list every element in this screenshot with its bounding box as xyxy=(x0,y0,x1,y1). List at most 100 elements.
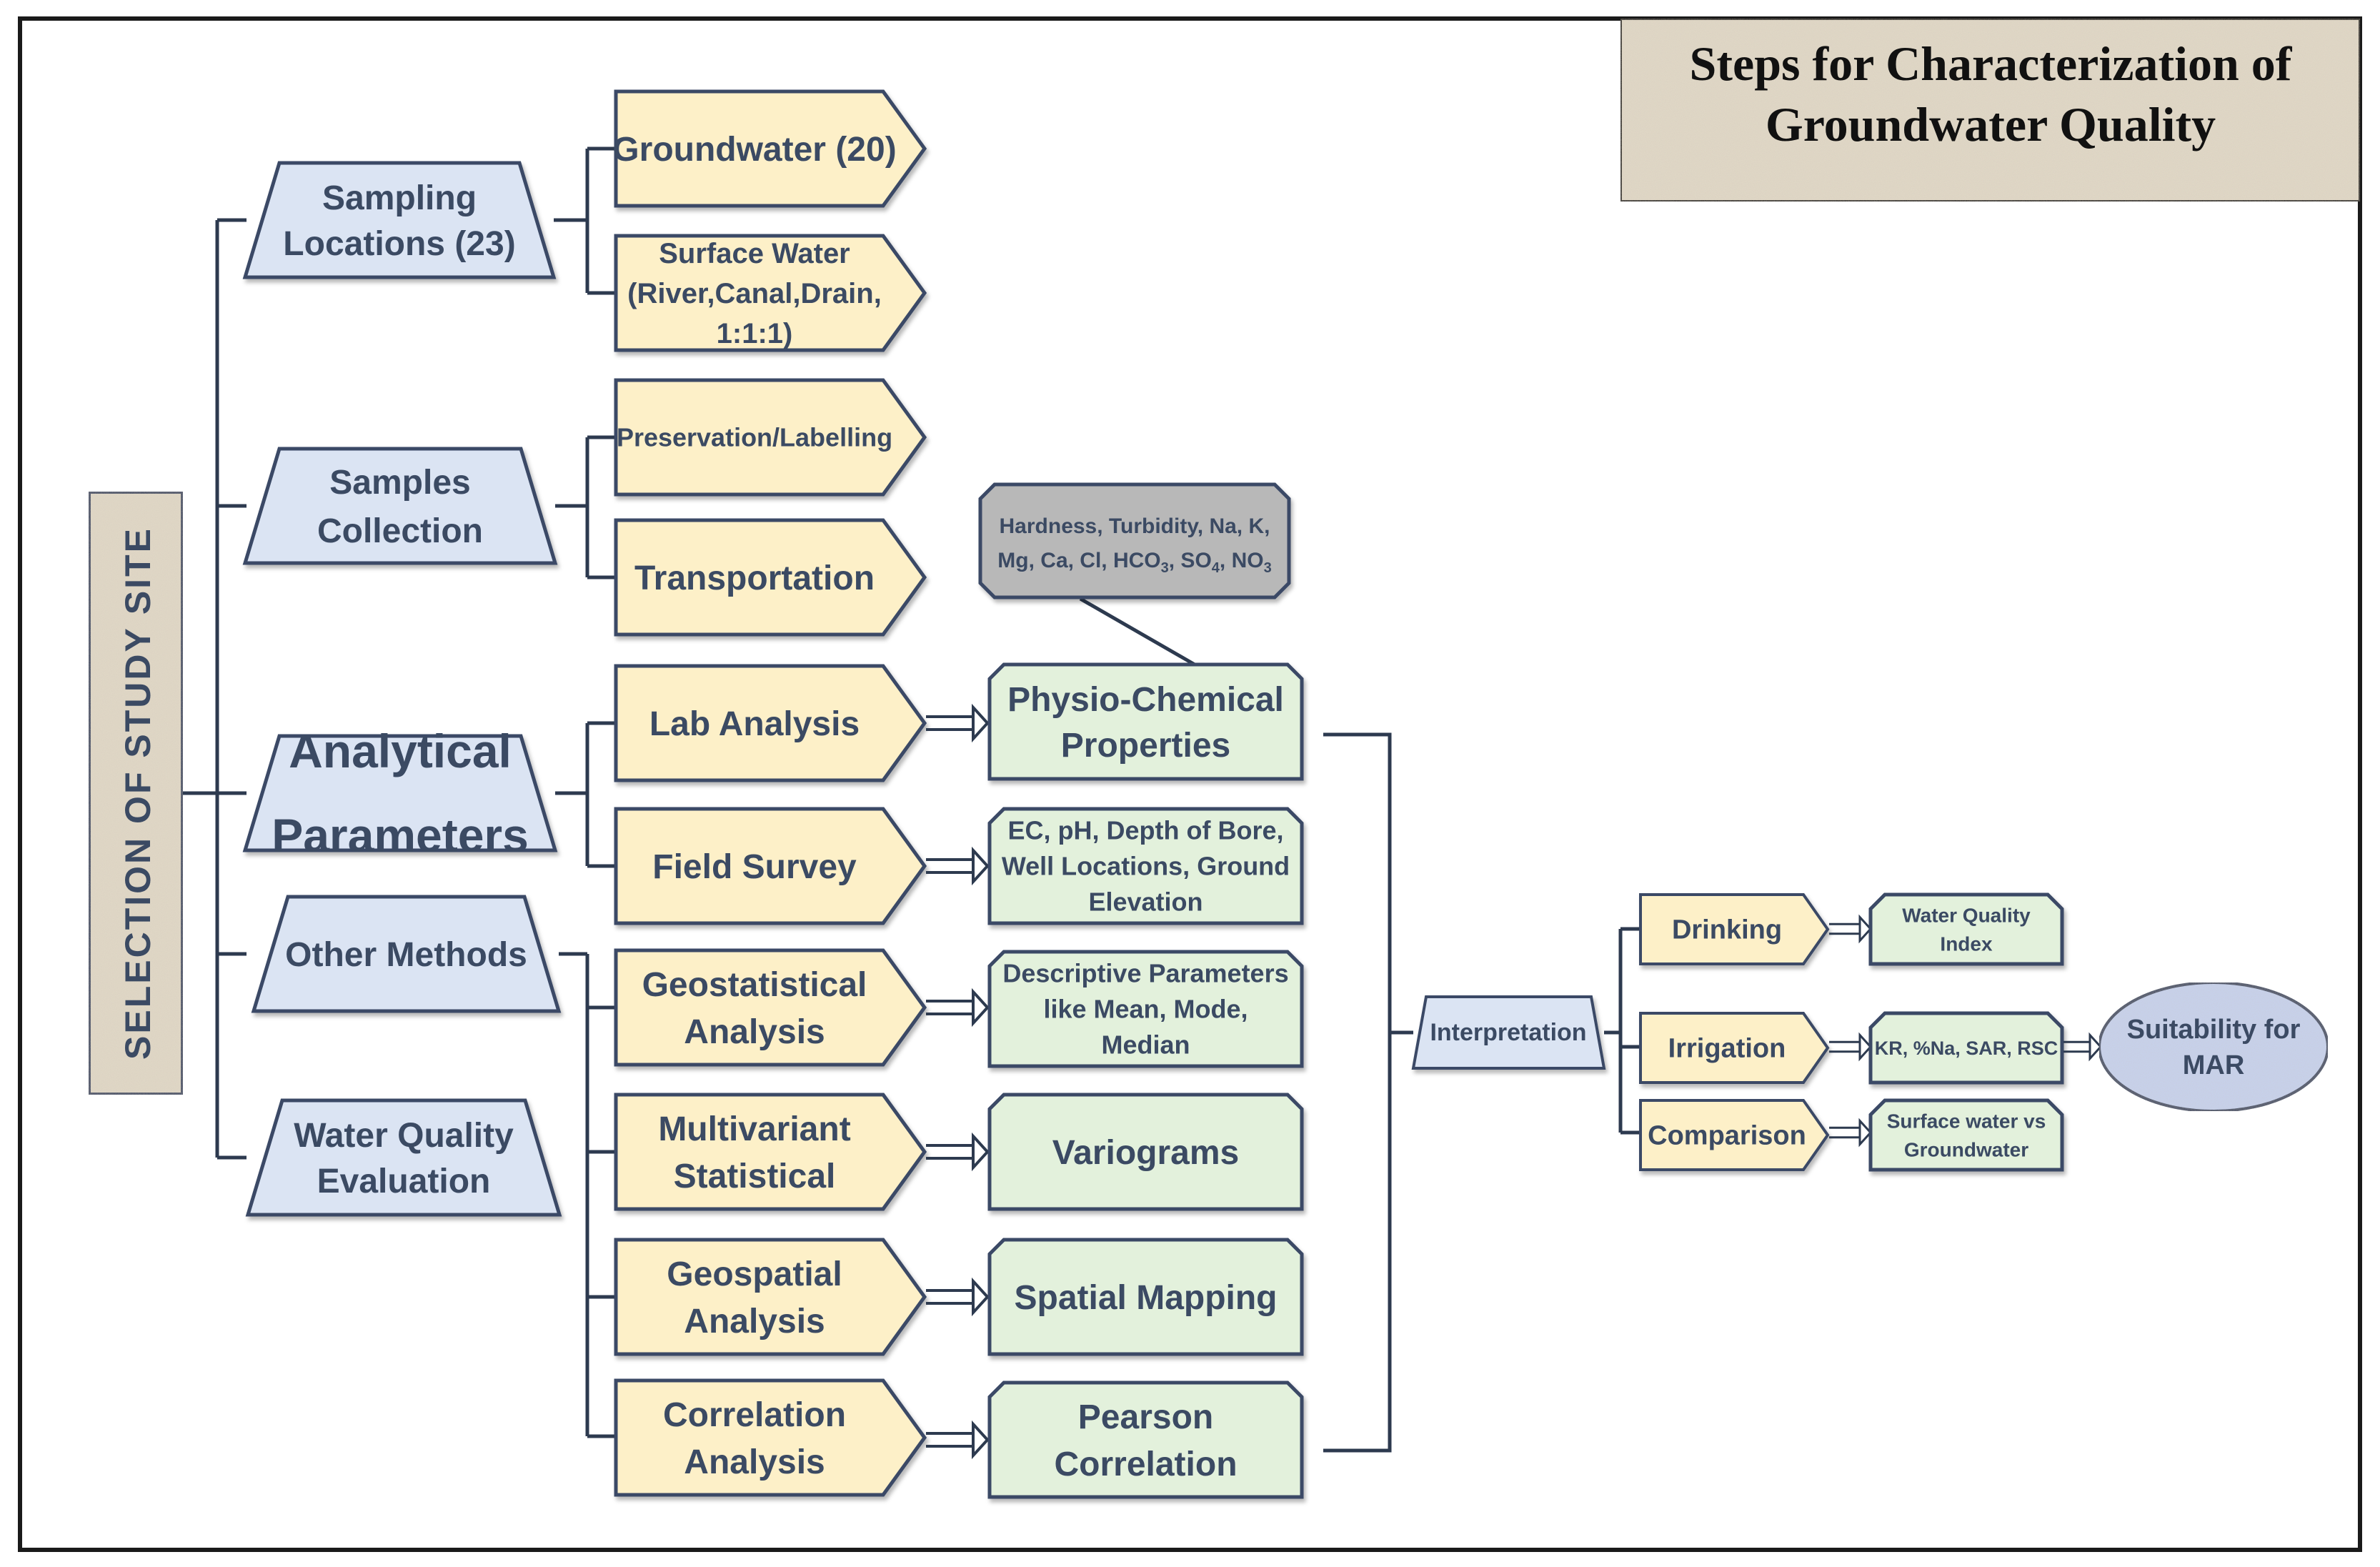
double-arrow-2-head xyxy=(972,846,990,886)
field-params-box-label-1: EC, pH, Depth of Bore, xyxy=(1008,816,1284,845)
spatial-mapping-box-shape xyxy=(987,1238,1304,1356)
preservation-step: Preservation/Labelling xyxy=(614,378,927,497)
variograms-box-label-1: Variograms xyxy=(1052,1134,1239,1172)
geospatial-step-shape xyxy=(614,1238,927,1356)
spatial-mapping-box: Spatial Mapping xyxy=(987,1238,1304,1356)
correlation-step-label-2: Analysis xyxy=(684,1443,825,1481)
final-double-arrow xyxy=(2063,1032,2103,1062)
comparison-out-box-label-2: Groundwater xyxy=(1904,1138,2028,1160)
physio-chemical-box-label-1: Physio-Chemical xyxy=(1007,681,1284,719)
irrigation-step: Irrigation xyxy=(1639,1012,1830,1084)
lab-parameters-part-1: Mg, Ca, Cl, HCO xyxy=(997,549,1160,572)
correlation-step-label-1: Correlation xyxy=(663,1396,846,1434)
double-arrow-5-shaft xyxy=(926,1289,973,1305)
groundwater-step: Groundwater (20) xyxy=(612,89,927,208)
other-methods-box-shape xyxy=(251,895,562,1013)
geospatial-step-label-1: Geospatial xyxy=(667,1255,842,1293)
double-arrow-2-shaft xyxy=(926,858,973,874)
field-params-box: EC, pH, Depth of Bore, Well Locations, Gr… xyxy=(987,807,1304,925)
drinking-step: Drinking xyxy=(1639,893,1830,965)
use-double-arrow-1-head xyxy=(1858,914,1873,944)
descriptive-box-label-1: Descriptive Parameters xyxy=(1002,959,1288,988)
study-site-box: SELECTION OF STUDY SITE xyxy=(86,489,185,1097)
groundwater-step-shape xyxy=(614,89,927,208)
descriptive-box-label-2: like Mean, Mode, xyxy=(1043,995,1248,1024)
interpretation-label: Interpretation xyxy=(1430,1019,1586,1046)
comparison-step: Comparison xyxy=(1639,1099,1830,1171)
pearson-box-shape xyxy=(987,1381,1304,1499)
other-methods-box: Other Methods xyxy=(251,895,562,1013)
use-double-arrow-1-shaft xyxy=(1829,922,1860,935)
use-double-arrow-2 xyxy=(1829,1032,1873,1062)
water-quality-evaluation-box-label-2: Evaluation xyxy=(317,1163,491,1200)
study-site-label: SELECTION OF STUDY SITE xyxy=(118,527,158,1060)
interpretation-shape xyxy=(1411,995,1606,1070)
suitability-ellipse-shape xyxy=(2098,981,2329,1113)
variograms-box: Variograms xyxy=(987,1093,1304,1211)
comparison-out-box-label-1: Surface water vs xyxy=(1887,1110,2046,1132)
double-arrow-5-head xyxy=(972,1277,990,1317)
double-arrow-3-shaft xyxy=(926,1000,973,1015)
variograms-box-shape xyxy=(987,1093,1304,1211)
final-double-arrow-head xyxy=(2088,1032,2103,1062)
double-arrow-6-head xyxy=(972,1420,990,1460)
irrigation-step-label: Irrigation xyxy=(1668,1034,1786,1064)
samples-collection-box-label-2: Collection xyxy=(317,512,483,550)
samples-collection-box-shape xyxy=(242,447,558,565)
irrigation-indices-box-shape xyxy=(1868,1011,2064,1085)
double-arrow-6 xyxy=(926,1420,990,1460)
sampling-locations-box-label-1: Sampling xyxy=(322,179,477,217)
multivariant-step-label-1: Multivariant xyxy=(658,1110,850,1148)
surface-water-step-label-3: 1:1:1) xyxy=(717,318,793,349)
samples-collection-box-label-1: Samples xyxy=(329,464,470,502)
geostatistical-step-label-2: Analysis xyxy=(684,1013,825,1051)
descriptive-box-shape xyxy=(987,950,1304,1068)
drinking-step-label: Drinking xyxy=(1672,915,1782,945)
sampling-locations-box-label-2: Locations (23) xyxy=(283,225,515,263)
geostatistical-step-label-1: Geostatistical xyxy=(642,966,867,1004)
geospatial-step-label-2: Analysis xyxy=(684,1303,825,1340)
lab-parameters-callout: Hardness, Turbidity, Na, K,Mg, Ca, Cl, H… xyxy=(978,482,1291,600)
field-params-box-label-2: Well Locations, Ground xyxy=(1002,852,1290,881)
water-quality-evaluation-box-shape xyxy=(245,1098,562,1217)
physio-chemical-box-label-2: Properties xyxy=(1061,727,1230,765)
analytical-parameters-box-label-2: Parameters xyxy=(272,809,529,862)
field-survey-step: Field Survey xyxy=(614,807,927,925)
lab-parameters-part-3: , SO xyxy=(1169,549,1212,572)
double-arrow-1-shaft xyxy=(926,715,973,731)
final-double-arrow-shaft xyxy=(2063,1040,2090,1053)
analytical-parameters-box-label-1: Analytical xyxy=(289,725,512,777)
lab-parameters-part-5: , NO xyxy=(1220,549,1264,572)
preservation-step-label-1: Preservation/Labelling xyxy=(617,423,892,452)
comparison-out-box-shape xyxy=(1868,1098,2064,1172)
lab-parameters-part-4: 4 xyxy=(1212,560,1220,576)
comparison-step-shape xyxy=(1639,1099,1830,1171)
groundwater-step-label-1: Groundwater (20) xyxy=(612,131,896,169)
descriptive-box-label-3: Median xyxy=(1101,1030,1190,1060)
transportation-step-label-1: Transportation xyxy=(634,559,875,597)
physio-chemical-box-shape xyxy=(987,662,1304,781)
lab-analysis-step-label-1: Lab Analysis xyxy=(649,705,860,743)
connector-lines xyxy=(183,146,1640,1453)
other-methods-box-label-1: Other Methods xyxy=(285,936,527,974)
suitability-label-2: MAR xyxy=(2183,1050,2245,1080)
lab-parameters-part-2: 3 xyxy=(1161,560,1169,576)
suitability-label-1: Suitability for xyxy=(2127,1015,2301,1045)
transportation-step-shape xyxy=(614,518,927,637)
wqi-box-shape xyxy=(1868,892,2064,966)
comparison-out-box: Surface water vs Groundwater xyxy=(1868,1098,2064,1172)
title-line-2: Groundwater Quality xyxy=(1766,97,2216,151)
wqi-box-label-2: Index xyxy=(1940,932,1993,955)
lab-analysis-step-shape xyxy=(614,664,927,782)
